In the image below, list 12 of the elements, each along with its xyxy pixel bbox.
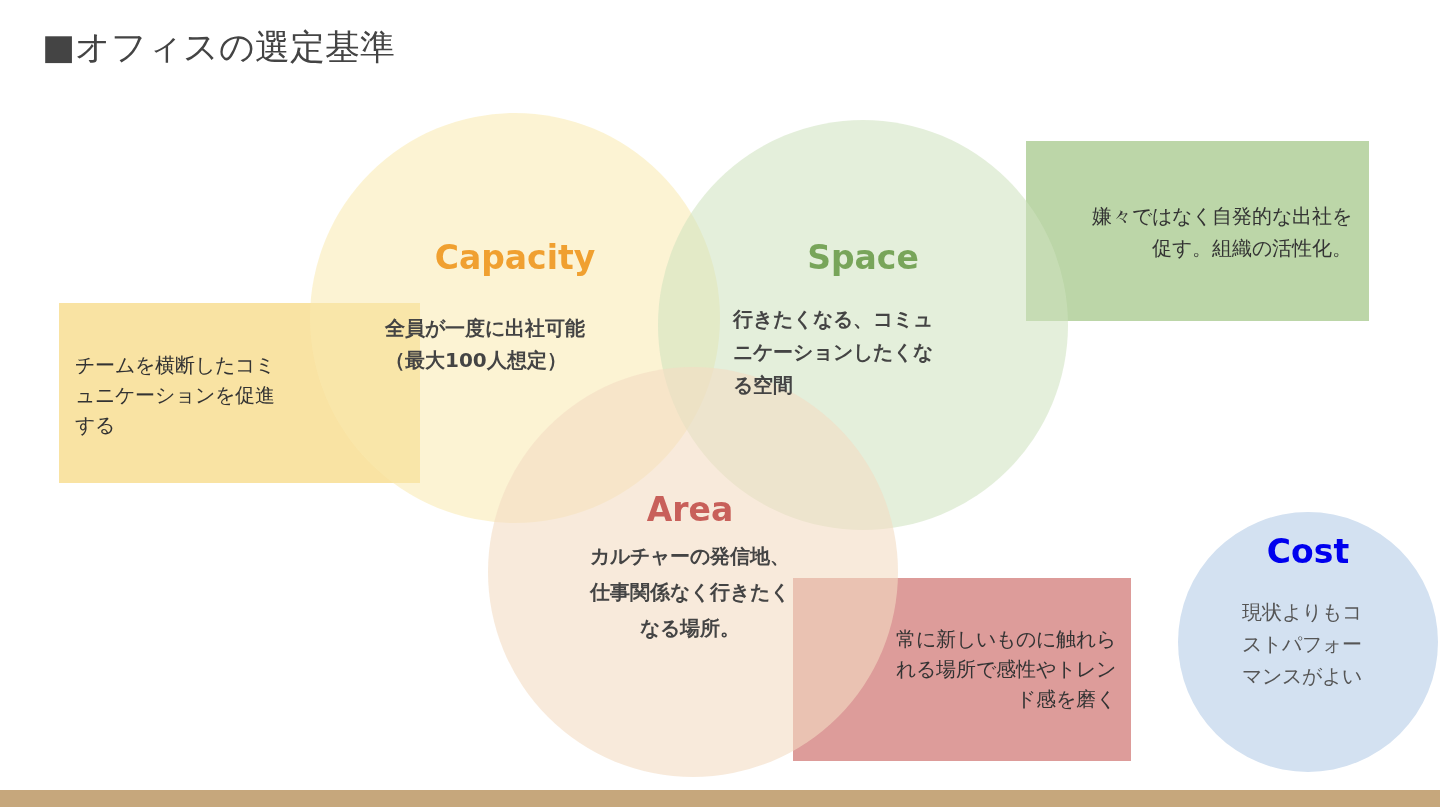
circle-heading: Cost [1266, 532, 1350, 571]
circle-heading: Capacity [434, 238, 596, 277]
slide-title: ■オフィスの選定基準 [42, 26, 396, 69]
circle-heading: Area [646, 490, 734, 529]
note-text: 嫌々ではなく自発的な出社を促す。組織の活性化。 [1091, 203, 1352, 262]
circle-text: 全員が一度に出社可能（最大100人想定） [385, 315, 586, 374]
note-text: チームを横断したコミュニケーションを促進する [75, 352, 276, 439]
circle-text: 現状よりもコストパフォーマンスがよい [1241, 599, 1363, 690]
circle-text: 行きたくなる、コミュニケーションしたくなる空間 [733, 306, 934, 399]
circle-text: カルチャーの発信地、仕事関係なく行きたくなる場所。 [588, 543, 791, 642]
note-text: 常に新しいものに触れられる場所で感性やトレンド感を磨く [895, 626, 1116, 713]
circle-heading: Space [807, 238, 919, 277]
